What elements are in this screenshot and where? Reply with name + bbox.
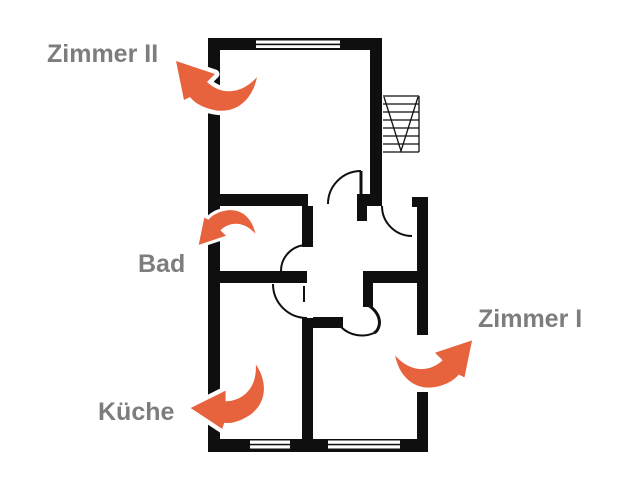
door-arc-kueche [272, 283, 308, 319]
kueche-arrow-icon [191, 354, 279, 442]
room-label-kueche: Küche [98, 398, 175, 426]
wall [417, 197, 428, 335]
room-label-bad: Bad [138, 250, 185, 278]
window-symbol [328, 440, 400, 449]
wall [363, 283, 373, 307]
room-label-zimmer-2: Zimmer II [47, 40, 158, 68]
wall [417, 392, 428, 452]
wall [357, 206, 367, 221]
window-symbol [250, 440, 290, 449]
wall [208, 194, 308, 206]
bad-arrow-icon [199, 210, 256, 245]
wall [370, 38, 382, 206]
wall [357, 194, 382, 206]
door-arc-bad [280, 244, 308, 272]
doors [272, 170, 413, 337]
zimmer-1-arrow-icon [395, 340, 472, 387]
wall [208, 271, 307, 283]
room-label-zimmer-1: Zimmer I [478, 305, 582, 333]
windows [250, 40, 400, 449]
door-arc-entrance [381, 205, 413, 237]
stairs-icon [383, 95, 420, 154]
wall [363, 271, 428, 283]
wall [302, 318, 313, 444]
wall [208, 38, 220, 452]
wall [302, 206, 313, 247]
window-symbol [256, 40, 340, 48]
wall [313, 317, 343, 328]
door-arc-zimmer-2 [327, 170, 363, 205]
door-arc-zimmer-1 [340, 302, 381, 337]
room-labels: Zimmer II Bad Küche Zimmer I [47, 40, 582, 426]
